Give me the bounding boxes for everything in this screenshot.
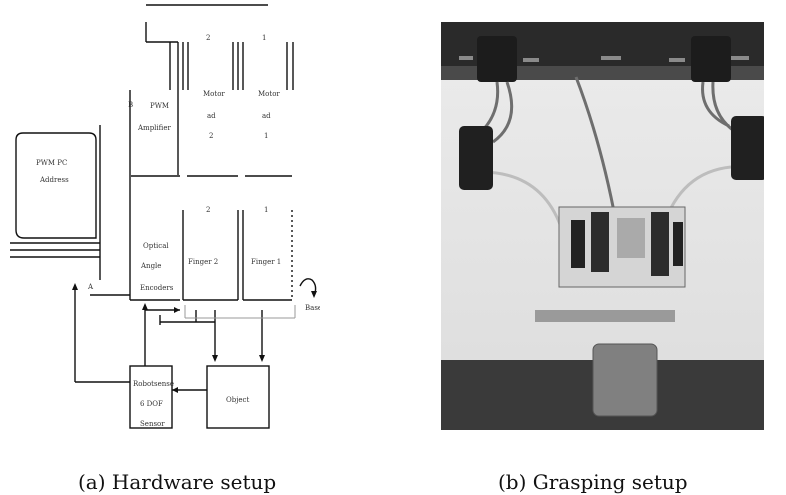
- arrowhead: [174, 307, 180, 313]
- node-label: A: [87, 283, 94, 291]
- finger-block: [571, 220, 585, 268]
- motor-right: [691, 36, 731, 82]
- sensor-label: Robotsense: [133, 380, 174, 388]
- node-label: 1: [264, 206, 268, 214]
- grasping-photo-svg: [441, 22, 764, 430]
- arrowhead: [259, 355, 265, 362]
- finger-2-label: Finger 2: [188, 258, 218, 266]
- ruler: [535, 310, 675, 322]
- motor-2-label: Motor: [203, 90, 225, 98]
- pc-label: PWM PC: [36, 159, 67, 167]
- object-label: Object: [226, 396, 249, 404]
- motor-2-label: ad: [207, 112, 216, 120]
- pc-label: Address: [39, 176, 69, 184]
- motor-left: [477, 36, 517, 82]
- encoders-label: Encoders: [140, 284, 174, 292]
- sensor-label: Sensor: [140, 420, 165, 428]
- motor-1-label: ad: [262, 112, 271, 120]
- pc-box: [16, 133, 96, 238]
- grasping-setup-photo: [441, 22, 764, 430]
- arrowhead: [212, 355, 218, 362]
- node-label: B: [128, 101, 133, 109]
- control-box: [593, 344, 657, 416]
- motor-1-label: Motor: [258, 90, 280, 98]
- amplifier-label: Amplifier: [137, 124, 171, 132]
- sensor-box: [130, 366, 172, 428]
- rail-bolt: [459, 56, 473, 60]
- amplifier-label: PWM: [150, 102, 169, 110]
- caption-grasping-setup: (b) Grasping setup: [498, 470, 688, 494]
- arrowhead: [72, 283, 78, 290]
- encoders-label: Optical: [143, 242, 169, 250]
- node-label: 2: [206, 34, 210, 42]
- base-label: Base: [305, 304, 320, 312]
- sensor-right: [731, 116, 764, 180]
- rail-bolt: [523, 58, 539, 62]
- sensor-label: 6 DOF: [140, 400, 163, 408]
- finger-block: [651, 212, 669, 276]
- rail-bolt: [601, 56, 621, 60]
- caption-hardware-setup: (a) Hardware setup: [78, 470, 276, 494]
- node-label: 2: [206, 206, 210, 214]
- encoders-label: Angle: [140, 262, 161, 270]
- finger-block: [591, 212, 609, 272]
- motor-2-label: 2: [209, 132, 213, 140]
- rail-bolt: [669, 58, 685, 62]
- node-label: 1: [262, 34, 266, 42]
- grasped-object: [617, 218, 645, 258]
- hardware-setup-diagram: PWM PC Address PWM Amplifier Motor ad 2 …: [0, 0, 320, 435]
- finger-block: [673, 222, 683, 266]
- hardware-diagram-svg: PWM PC Address PWM Amplifier Motor ad 2 …: [0, 0, 320, 435]
- sensor-left: [459, 126, 493, 190]
- rail-bolt: [731, 56, 749, 60]
- arrowhead: [311, 291, 317, 298]
- motor-1-label: 1: [264, 132, 268, 140]
- arrowhead: [142, 303, 148, 310]
- finger-1-label: Finger 1: [251, 258, 281, 266]
